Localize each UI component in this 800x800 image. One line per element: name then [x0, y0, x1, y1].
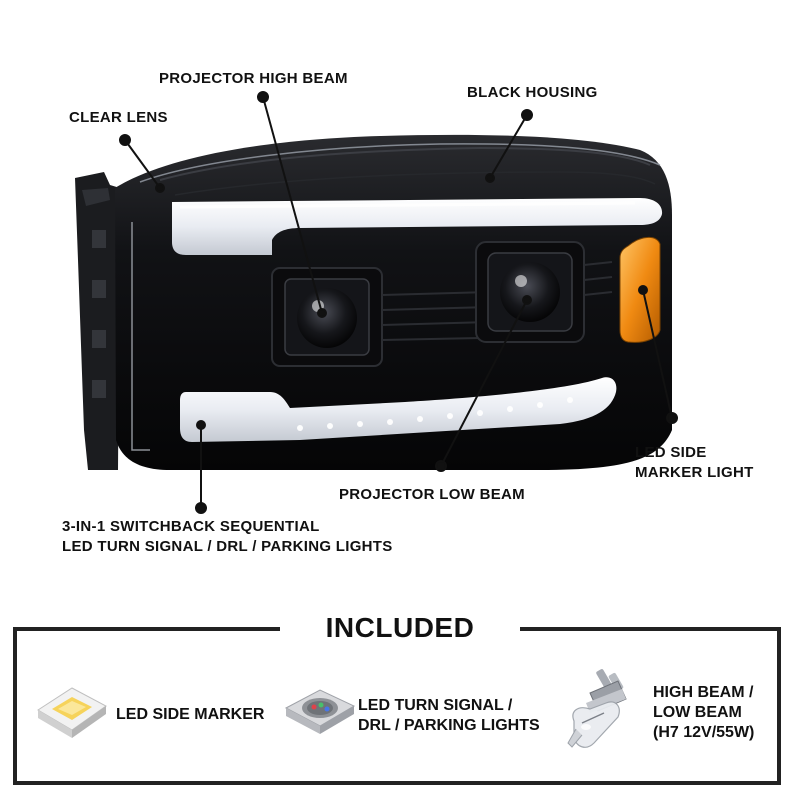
included-item-led-turn-signal: LED TURN SIGNAL / DRL / PARKING LIGHTS	[358, 697, 540, 734]
led-chip-rgb-icon	[284, 689, 356, 734]
mounting-bracket	[75, 172, 120, 470]
projector-high-beam	[271, 267, 491, 367]
drl-lower-bar	[180, 377, 617, 442]
label-black-housing: BLACK HOUSING	[467, 84, 598, 101]
label-switchback: 3-IN-1 SWITCHBACK SEQUENTIAL LED TURN SI…	[62, 518, 393, 555]
h7-bulb-icon	[567, 669, 627, 748]
label-projector-high-beam: PROJECTOR HIGH BEAM	[159, 70, 348, 87]
callout-lines	[119, 91, 678, 514]
projector-low-beam	[475, 241, 613, 343]
label-led-side-marker-light: LED SIDE MARKER LIGHT	[635, 444, 754, 481]
label-clear-lens: CLEAR LENS	[69, 109, 168, 126]
label-projector-low-beam: PROJECTOR LOW BEAM	[339, 486, 525, 503]
clear-lens	[139, 143, 661, 183]
led-chip-yellow-icon	[37, 687, 107, 738]
included-item-led-side-marker: LED SIDE MARKER	[116, 706, 265, 723]
headlight-illustration	[75, 91, 678, 514]
included-title: INCLUDED	[280, 606, 520, 650]
included-item-h7-bulb: HIGH BEAM / LOW BEAM (H7 12V/55W)	[653, 684, 755, 741]
